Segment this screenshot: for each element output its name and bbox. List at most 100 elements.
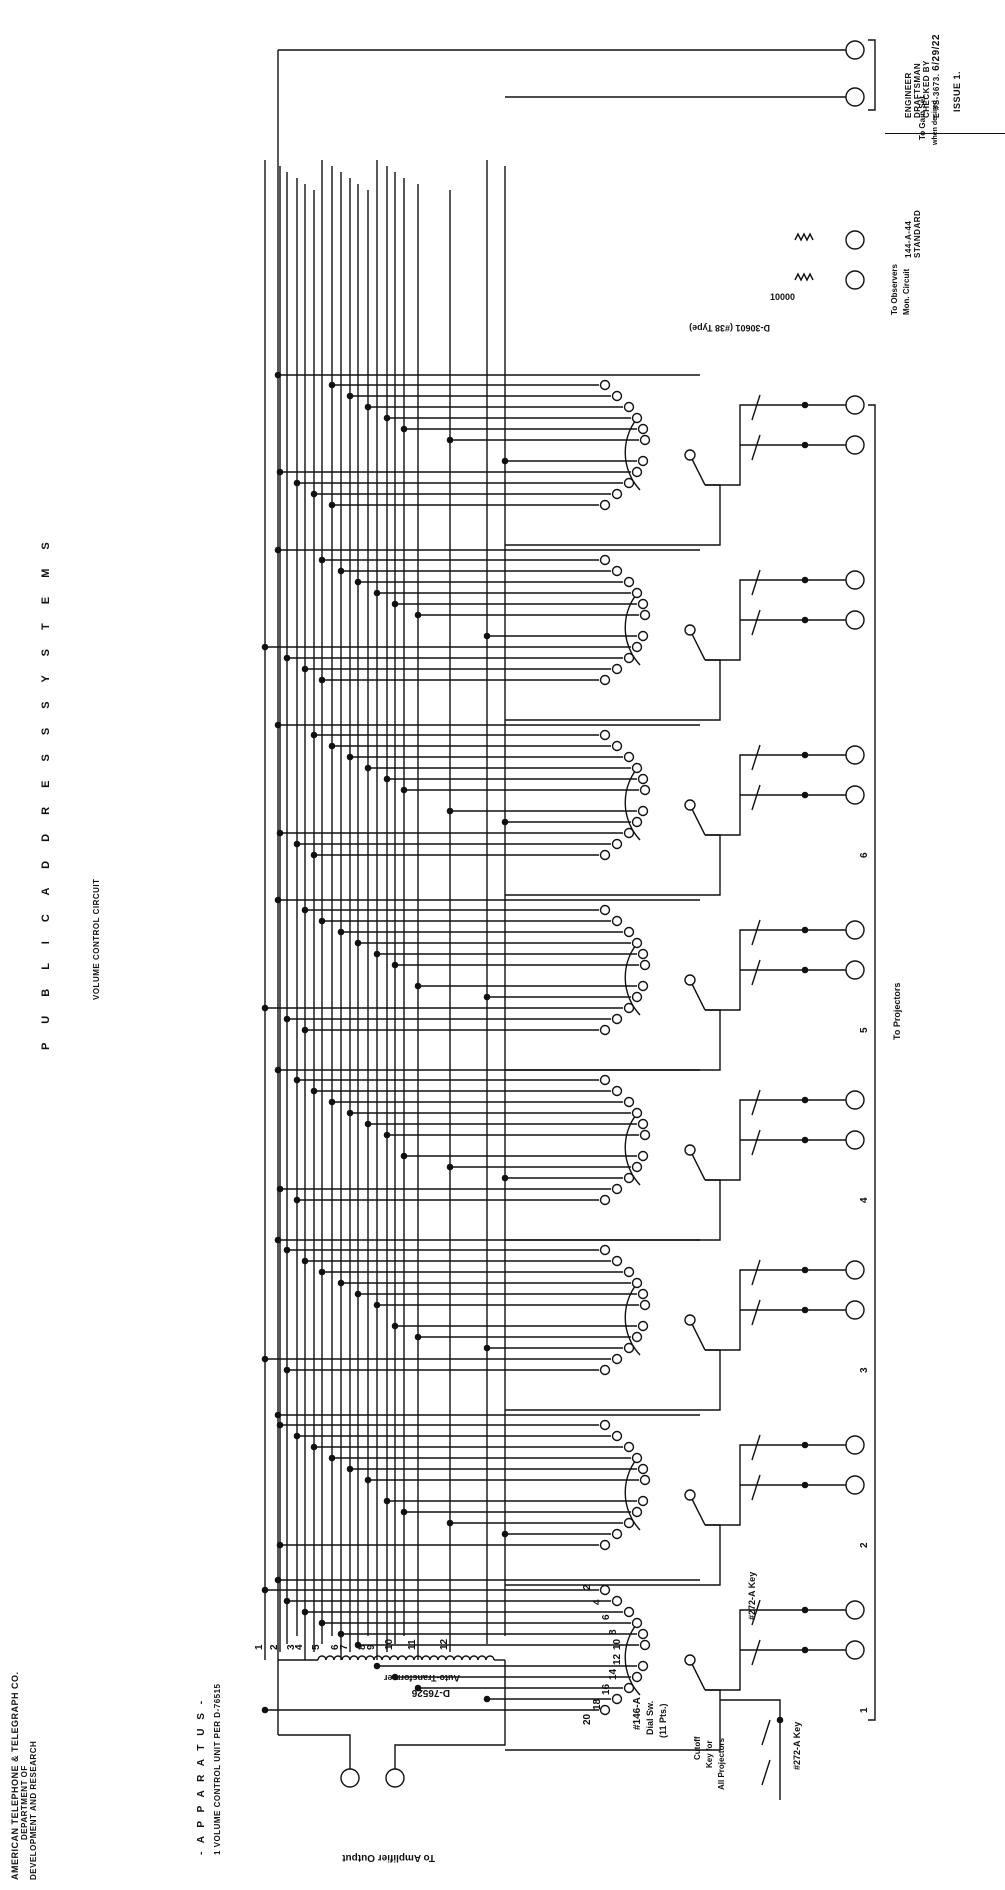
dial-contact (631, 1617, 643, 1629)
bus-junction-dot (328, 1454, 336, 1462)
wiring (264, 39, 876, 1800)
output-jack (845, 745, 865, 765)
tap-number: 1 (254, 1644, 265, 1650)
bus-junction-dot (301, 1257, 309, 1265)
observers-label-2: Mon. Circuit (902, 268, 911, 315)
observer-jack (845, 230, 865, 250)
dial-contact (623, 576, 635, 588)
dial-contact (611, 488, 623, 500)
dial-contact (631, 587, 643, 599)
rail-junction-dot (274, 896, 282, 904)
dial-contact (623, 1342, 635, 1354)
bus-junction-dot (414, 1684, 422, 1692)
jack-junction-dot (801, 1306, 809, 1314)
drawing-number: 144-A-44 (904, 220, 913, 258)
bus-junction-dot (310, 490, 318, 498)
output-jack (845, 610, 865, 630)
jack-junction-dot (801, 1266, 809, 1274)
dial-contact (637, 1660, 649, 1672)
bus-junction-dot (383, 1497, 391, 1505)
bus-junction-dot (283, 1597, 291, 1605)
bus-junction-dot (501, 457, 509, 465)
observer-jack (845, 270, 865, 290)
output-jack (845, 1475, 865, 1495)
unit-key-label: #272-A Key (747, 1572, 757, 1620)
tap-number: 12 (439, 1638, 450, 1650)
autotransformer-coil (485, 1655, 495, 1661)
output-jack (845, 1600, 865, 1620)
apparatus-heading: - A P P A R A T U S - (196, 1697, 207, 1855)
dial-point-number: 6 (601, 1614, 612, 1620)
bus-junction-dot (318, 1268, 326, 1276)
output-jack (845, 570, 865, 590)
bus-junction-dot (310, 1087, 318, 1095)
dial-contact (637, 423, 649, 435)
dial-switch-label: #146-A (632, 1697, 643, 1730)
bus-junction-dot (310, 851, 318, 859)
bus-junction-dot (293, 1196, 301, 1204)
bus-junction-dot (276, 1421, 284, 1429)
dial-contact (599, 554, 611, 566)
dial-wiper-pivot (684, 974, 696, 986)
resistor (794, 232, 814, 242)
dial-contact (611, 1430, 623, 1442)
bus-junction-dot (400, 1152, 408, 1160)
bus-junction-dot (310, 1443, 318, 1451)
apparatus-block: - A P P A R A T U S - 1 Volume Control U… (196, 1684, 222, 1856)
cutoff-spring (761, 1759, 771, 1786)
company-name: American Telephone & Telegraph Co. (10, 1671, 20, 1880)
key-spring (751, 744, 761, 771)
output-jack (845, 435, 865, 455)
jack-junction-dot (801, 966, 809, 974)
bus-junction-dot (328, 381, 336, 389)
dial-contact (637, 1628, 649, 1640)
draftsman-label: Draftsman (913, 62, 922, 118)
cutoff-junction-dot (776, 1716, 784, 1724)
key-spring (751, 1599, 761, 1626)
bus-junction-dot (391, 1673, 399, 1681)
dial-contact (639, 1129, 651, 1141)
bus-junction-dot (283, 1015, 291, 1023)
amplifier-jack (340, 1768, 360, 1788)
key-spring (751, 1434, 761, 1461)
bus-junction-dot (301, 1026, 309, 1034)
bus-junction-dot (383, 1131, 391, 1139)
dial-contact (599, 1539, 611, 1551)
bus-junction-dot (501, 1174, 509, 1182)
bus-junction-dot (328, 501, 336, 509)
dial-wiper-pivot (684, 799, 696, 811)
dial-wiper-pivot (684, 1654, 696, 1666)
dial-contact (599, 1419, 611, 1431)
key-spring (751, 1474, 761, 1501)
dial-contact (623, 1172, 635, 1184)
bus-junction-dot (373, 950, 381, 958)
output-jack (845, 1640, 865, 1660)
dial-contact (599, 1194, 611, 1206)
autotransformer-coil (405, 1655, 415, 1661)
autotransformer-coil (357, 1655, 367, 1661)
bus-junction-dot (346, 392, 354, 400)
dial-contact (639, 1474, 651, 1486)
dial-contact (611, 740, 623, 752)
bus-junction-dot (446, 436, 454, 444)
resistor-code: D-30601 (#38 Type) (689, 323, 770, 333)
output-jack (845, 1435, 865, 1455)
dial-contact (637, 1495, 649, 1507)
dial-contact (631, 816, 643, 828)
dial-contact (611, 1693, 623, 1705)
cutoff-label-3: All Projectors (717, 1737, 726, 1790)
dial-contact (611, 663, 623, 675)
rail-junction-dot (274, 1236, 282, 1244)
dial-contact (639, 1639, 651, 1651)
jack-junction-dot (801, 1606, 809, 1614)
jack-junction-dot (801, 441, 809, 449)
dial-point-number: 2 (582, 1584, 593, 1590)
cutoff-spring (761, 1719, 771, 1746)
bus-junction-dot (346, 753, 354, 761)
tap-number: 5 (311, 1644, 322, 1650)
autotransformer-coil (445, 1655, 455, 1661)
output-jack (845, 1090, 865, 1110)
dial-contact (623, 926, 635, 938)
page-title: P U B L I C A D D R E S S S Y S T E M S (40, 534, 52, 1050)
dial-contact (599, 499, 611, 511)
